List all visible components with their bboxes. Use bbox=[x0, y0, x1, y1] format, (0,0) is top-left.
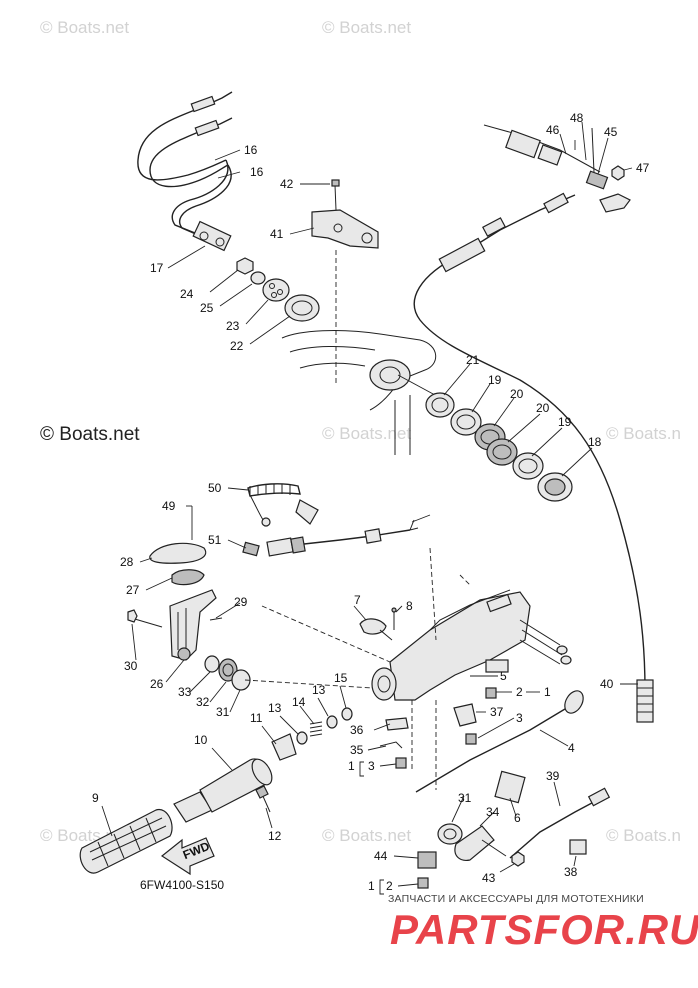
callout-3a: 3 bbox=[368, 759, 375, 773]
friction-adjuster-7 bbox=[359, 607, 397, 641]
fwd-arrow: FWD bbox=[160, 837, 215, 876]
callout-11: 11 bbox=[250, 711, 263, 725]
callout-16b: 16 bbox=[250, 165, 264, 179]
callout-39: 39 bbox=[546, 769, 560, 783]
advert-logo[interactable]: PARTSFOR.RU bbox=[390, 906, 698, 953]
bottom-bracket-44 bbox=[417, 851, 437, 889]
watermark-bottom-center: © Boats.net bbox=[322, 826, 412, 845]
watermark-mid-right: © Boats.n bbox=[606, 424, 681, 443]
callout-38: 38 bbox=[564, 865, 578, 879]
swivel-housing bbox=[281, 250, 437, 455]
small-hardware bbox=[296, 687, 497, 769]
callout-32: 32 bbox=[196, 695, 210, 709]
callout-8: 8 bbox=[406, 599, 413, 613]
callout-46: 46 bbox=[546, 123, 560, 137]
callout-20b: 20 bbox=[536, 401, 550, 415]
callout-28: 28 bbox=[120, 555, 134, 569]
callout-44: 44 bbox=[374, 849, 388, 863]
callout-34: 34 bbox=[486, 805, 500, 819]
watermark-bottom-right: © Boats.n bbox=[606, 826, 681, 845]
callout-7: 7 bbox=[354, 593, 361, 607]
callout-41: 41 bbox=[270, 227, 284, 241]
callout-42: 42 bbox=[280, 177, 294, 191]
bracket-41 bbox=[311, 179, 379, 249]
callout-17: 17 bbox=[150, 261, 164, 275]
callout-36: 36 bbox=[350, 723, 364, 737]
callout-1a: 1 bbox=[348, 759, 355, 773]
callout-4: 4 bbox=[568, 741, 575, 755]
watermark-top-left: © Boats.net bbox=[40, 18, 130, 37]
callout-3b: 3 bbox=[516, 711, 523, 725]
callout-33: 33 bbox=[178, 685, 192, 699]
friction-washers bbox=[204, 655, 251, 691]
diagram-code: 6FW4100-S150 bbox=[140, 878, 225, 892]
grommet-stack bbox=[236, 257, 320, 322]
callout-29: 29 bbox=[234, 595, 248, 609]
callout-22: 22 bbox=[230, 339, 244, 353]
callout-26: 26 bbox=[150, 677, 164, 691]
callout-1c: 1 bbox=[368, 879, 375, 893]
callout-18: 18 bbox=[588, 435, 602, 449]
steering-handle-body bbox=[244, 547, 572, 790]
callout-labels: 16 16 17 24 25 23 22 42 41 21 19 20 20 1… bbox=[92, 111, 650, 895]
callout-1b: 1 bbox=[544, 685, 551, 699]
advert-tagline: ЗАПЧАСТИ И АКСЕССУАРЫ ДЛЯ МОТОТЕХНИКИ bbox=[388, 893, 644, 905]
watermark-bold: © Boats.net bbox=[40, 424, 140, 445]
callout-23: 23 bbox=[226, 319, 240, 333]
callout-5: 5 bbox=[500, 669, 507, 683]
callout-2b: 2 bbox=[386, 879, 393, 893]
callout-45: 45 bbox=[604, 125, 618, 139]
friction-lever bbox=[127, 589, 223, 661]
callout-24: 24 bbox=[180, 287, 194, 301]
callout-25: 25 bbox=[200, 301, 214, 315]
callout-47: 47 bbox=[636, 161, 650, 175]
shift-cable-40 bbox=[413, 192, 654, 723]
callout-48: 48 bbox=[570, 111, 584, 125]
watermark-mid-center: © Boats.net bbox=[322, 424, 412, 443]
callout-13b: 13 bbox=[268, 701, 282, 715]
callout-30: 30 bbox=[124, 659, 138, 673]
callout-37: 37 bbox=[490, 705, 504, 719]
bushing-rings bbox=[425, 392, 573, 502]
callout-19a: 19 bbox=[488, 373, 502, 387]
callout-13a: 13 bbox=[312, 683, 326, 697]
callout-40: 40 bbox=[600, 677, 614, 691]
callout-51: 51 bbox=[208, 533, 222, 547]
callout-19b: 19 bbox=[558, 415, 572, 429]
throttle-grip bbox=[79, 733, 297, 874]
callout-21: 21 bbox=[466, 353, 480, 367]
callout-31a: 31 bbox=[216, 705, 230, 719]
shift-rod-4 bbox=[415, 690, 611, 867]
callout-50: 50 bbox=[208, 481, 222, 495]
callout-2a: 2 bbox=[516, 685, 523, 699]
callout-16a: 16 bbox=[244, 143, 258, 157]
callout-35: 35 bbox=[350, 743, 364, 757]
callout-14: 14 bbox=[292, 695, 306, 709]
watermark-top-center: © Boats.net bbox=[322, 18, 412, 37]
callout-15: 15 bbox=[334, 671, 348, 685]
callout-6: 6 bbox=[514, 811, 521, 825]
leader-lines bbox=[101, 121, 638, 887]
callout-49: 49 bbox=[162, 499, 176, 513]
throttle-friction-knob bbox=[149, 542, 207, 586]
stop-switch-assembly bbox=[242, 483, 431, 557]
linkage-45-48 bbox=[483, 124, 631, 213]
callout-31b: 31 bbox=[458, 791, 472, 805]
callout-20a: 20 bbox=[510, 387, 524, 401]
callout-9: 9 bbox=[92, 791, 99, 805]
cable-assembly-16 bbox=[137, 91, 233, 252]
callout-43: 43 bbox=[482, 871, 496, 885]
callout-10: 10 bbox=[194, 733, 208, 747]
callout-12: 12 bbox=[268, 829, 282, 843]
callout-27: 27 bbox=[126, 583, 140, 597]
